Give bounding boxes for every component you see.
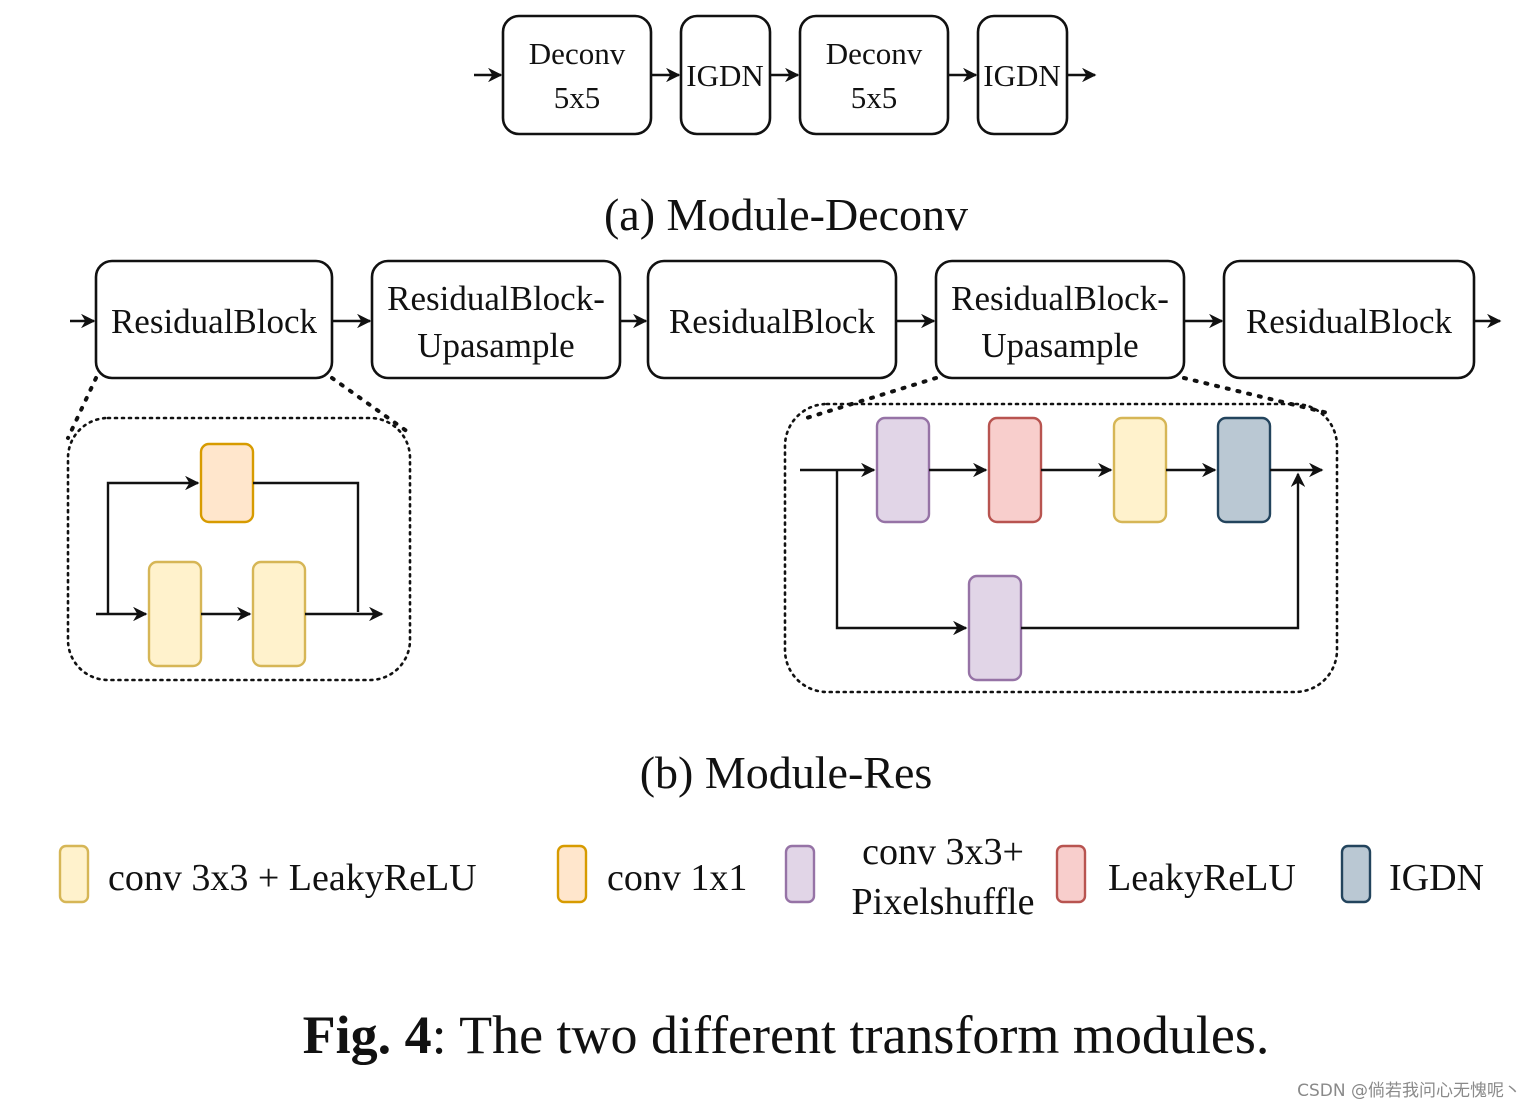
conv-3x3-leakyrelu-block bbox=[251, 560, 307, 668]
zoom-connector-right-a bbox=[798, 376, 938, 422]
residual-upsample-block-1 bbox=[370, 259, 622, 380]
residual-upsample-block-2-label-2: Upasample bbox=[981, 326, 1138, 365]
conv-3x3-leakyrelu-block bbox=[147, 560, 203, 668]
conv-pixelshuffle-block bbox=[967, 574, 1023, 682]
caption-b: (b) Module-Res bbox=[640, 747, 933, 798]
detail-frame-right bbox=[783, 402, 1339, 694]
residual-block-detail bbox=[66, 416, 412, 682]
module-deconv: Deconv 5x5 IGDN Deconv 5x5 IGDN (a) Modu… bbox=[474, 14, 1097, 240]
legend-swatch-conv-3x3-leakyrelu bbox=[58, 844, 90, 904]
residual-upsample-block-1-label-2: Upasample bbox=[417, 326, 574, 365]
legend-swatch-igdn bbox=[1340, 844, 1372, 904]
figure-caption: Fig. 4: The two different transform modu… bbox=[303, 1005, 1270, 1065]
residual-upsample-detail bbox=[783, 402, 1339, 694]
residual-upsample-block-1-label-1: ResidualBlock- bbox=[387, 279, 605, 318]
zoom-connector-left-b bbox=[330, 376, 410, 434]
igdn-block bbox=[1216, 416, 1272, 524]
leakyrelu-block bbox=[987, 416, 1043, 524]
residual-upsample-block-2-label-1: ResidualBlock- bbox=[951, 279, 1169, 318]
skip-return-path bbox=[253, 481, 360, 612]
legend-swatch-leakyrelu bbox=[1055, 844, 1087, 904]
residual-block-3-label: ResidualBlock bbox=[1246, 302, 1453, 341]
skip-path bbox=[106, 475, 200, 614]
residual-block-2 bbox=[646, 259, 898, 380]
legend: conv 3x3 + LeakyReLU conv 1x1 conv 3x3+ … bbox=[58, 831, 1484, 923]
residual-upsample-block-2 bbox=[934, 259, 1186, 380]
module-res: ResidualBlock ResidualBlock- Upasample R… bbox=[66, 259, 1502, 798]
deconv-block-1-label-1: Deconv bbox=[529, 36, 626, 71]
residual-block-1-label: ResidualBlock bbox=[111, 302, 318, 341]
figure-caption-text: : The two different transform modules. bbox=[432, 1005, 1270, 1065]
deconv-block-1 bbox=[501, 14, 653, 136]
legend-swatch-conv-1x1 bbox=[556, 844, 588, 904]
watermark: CSDN @倘若我问心无愧呢丶 bbox=[1297, 1081, 1521, 1101]
igdn-block-1-label: IGDN bbox=[686, 58, 764, 93]
figure-caption-number: Fig. 4 bbox=[303, 1005, 432, 1065]
legend-label-conv-3x3-leakyrelu: conv 3x3 + LeakyReLU bbox=[108, 857, 477, 899]
caption-a: (a) Module-Deconv bbox=[604, 189, 968, 240]
legend-label-conv-pixelshuffle-1: conv 3x3+ bbox=[862, 831, 1024, 873]
conv-1x1-block bbox=[199, 442, 255, 524]
legend-swatch-conv-pixelshuffle bbox=[784, 844, 816, 904]
conv-pixelshuffle-block bbox=[875, 416, 931, 524]
skip-return-path bbox=[1021, 472, 1306, 630]
deconv-block-2 bbox=[798, 14, 950, 136]
deconv-block-2-label-2: 5x5 bbox=[851, 80, 898, 115]
legend-label-leakyrelu: LeakyReLU bbox=[1108, 857, 1296, 899]
conv-3x3-leakyrelu-block bbox=[1112, 416, 1168, 524]
legend-label-conv-pixelshuffle-2: Pixelshuffle bbox=[852, 881, 1035, 923]
residual-block-3 bbox=[1222, 259, 1476, 380]
residual-block-2-label: ResidualBlock bbox=[669, 302, 876, 341]
detail-frame-left bbox=[66, 416, 412, 682]
residual-block-1 bbox=[94, 259, 334, 380]
legend-label-conv-1x1: conv 1x1 bbox=[607, 857, 747, 899]
zoom-connector-left-a bbox=[66, 376, 98, 440]
igdn-block-2-label: IGDN bbox=[983, 58, 1061, 93]
zoom-connector-right-b bbox=[1182, 376, 1334, 416]
deconv-block-2-label-1: Deconv bbox=[826, 36, 923, 71]
deconv-block-1-label-2: 5x5 bbox=[554, 80, 601, 115]
legend-label-igdn: IGDN bbox=[1389, 857, 1484, 899]
skip-path bbox=[835, 470, 968, 636]
